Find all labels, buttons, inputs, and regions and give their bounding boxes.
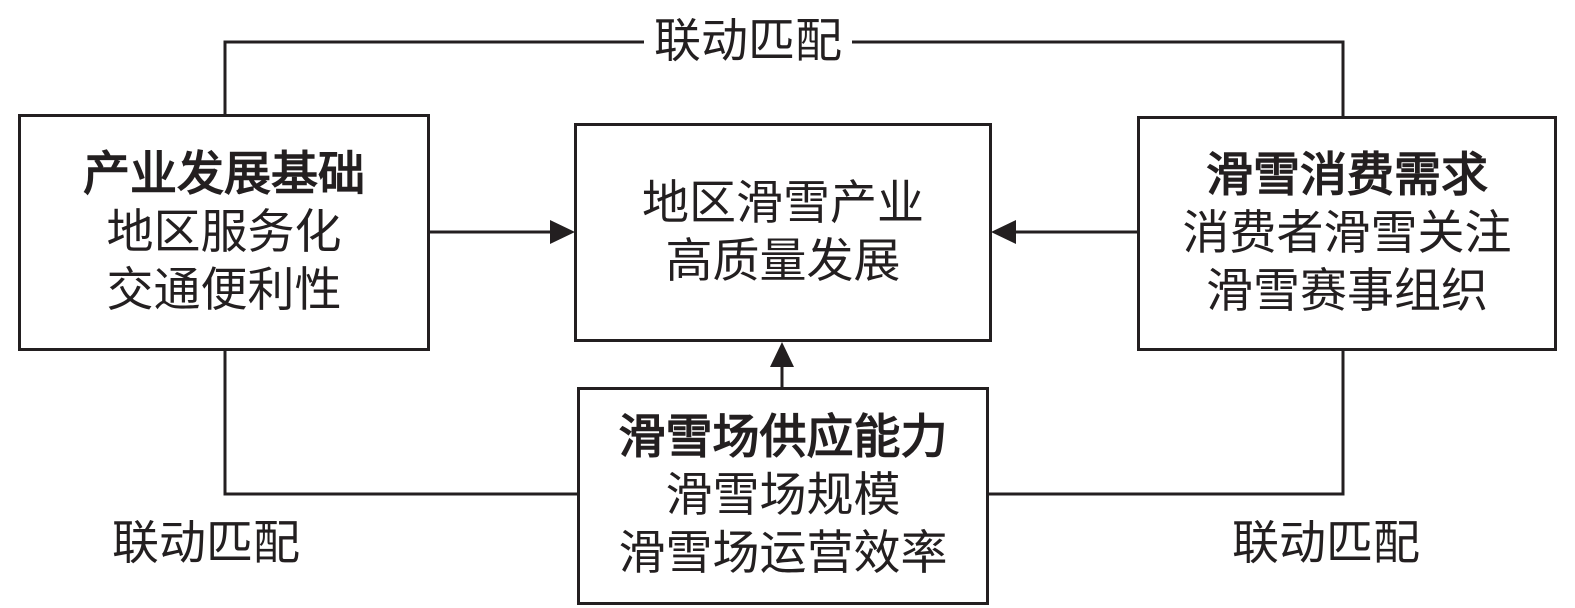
node-ski-resort-supply-line-1: 滑雪场规模 xyxy=(665,468,901,523)
node-ski-resort-supply-line-2: 滑雪场运营效率 xyxy=(618,526,948,581)
node-industry-foundation-line-1: 地区服务化 xyxy=(106,204,342,260)
node-ski-industry-development: 地区滑雪产业 高质量发展 xyxy=(574,123,992,342)
link-line-bottom-left xyxy=(223,350,578,496)
node-ski-consumption-demand-title: 滑雪消费需求 xyxy=(1206,147,1488,203)
node-ski-consumption-demand-line-1: 消费者滑雪关注 xyxy=(1182,205,1512,261)
node-industry-foundation: 产业发展基础 地区服务化 交通便利性 xyxy=(18,114,430,351)
node-industry-foundation-line-2: 交通便利性 xyxy=(106,262,342,318)
node-ski-consumption-demand: 滑雪消费需求 消费者滑雪关注 滑雪赛事组织 xyxy=(1137,116,1557,351)
link-line-bottom-right xyxy=(988,350,1345,496)
arrowhead-right-to-center xyxy=(991,220,1016,244)
node-ski-industry-development-line-2: 高质量发展 xyxy=(665,233,901,289)
node-industry-foundation-title: 产业发展基础 xyxy=(83,146,365,202)
node-ski-resort-supply-title: 滑雪场供应能力 xyxy=(618,410,948,465)
link-label-bottom-left: 联动匹配 xyxy=(112,516,300,572)
node-ski-industry-development-line-1: 地区滑雪产业 xyxy=(642,175,924,231)
arrowhead-left-to-center xyxy=(550,220,575,244)
node-ski-consumption-demand-line-2: 滑雪赛事组织 xyxy=(1206,263,1488,319)
link-label-bottom-right: 联动匹配 xyxy=(1232,516,1420,572)
arrowhead-bottom-to-center xyxy=(770,342,794,367)
link-label-top: 联动匹配 xyxy=(644,14,852,70)
node-ski-resort-supply: 滑雪场供应能力 滑雪场规模 滑雪场运营效率 xyxy=(577,387,989,605)
